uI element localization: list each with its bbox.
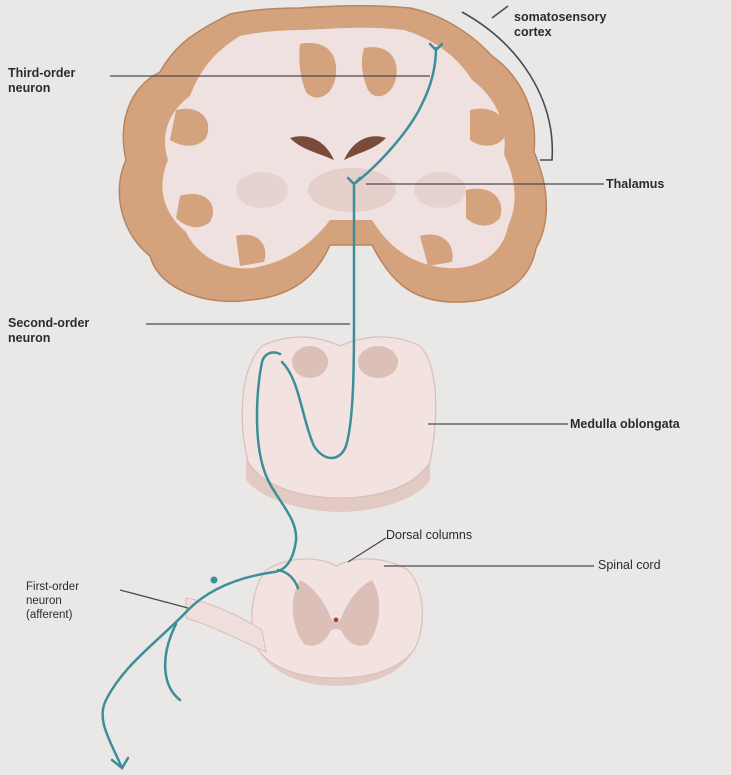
medulla-nucleus-right: [358, 346, 398, 378]
label-medulla-oblongata: Medulla oblongata: [570, 417, 680, 432]
label-thalamus: Thalamus: [606, 177, 664, 192]
first-order-branch: [165, 624, 180, 700]
label-first-order-neuron: First-order neuron (afferent): [26, 580, 79, 622]
label-third-order-neuron: Third-order neuron: [8, 66, 75, 96]
spinal-cord-section: [186, 559, 422, 686]
label-first-order-line2: neuron: [26, 594, 79, 608]
label-first-order-line3: (afferent): [26, 608, 79, 622]
brain-section: [119, 6, 546, 302]
medulla-nucleus-left: [292, 346, 328, 378]
label-first-order-line1: First-order: [26, 580, 79, 594]
leader-first-order: [120, 590, 188, 608]
label-third-order-line2: neuron: [8, 81, 75, 96]
basal-ganglia-right: [414, 172, 466, 208]
medulla-outline: [242, 337, 435, 498]
cortex-bracket-tick: [492, 6, 508, 18]
label-somatosensory-cortex: somatosensory cortex: [514, 10, 606, 40]
label-second-order-neuron: Second-order neuron: [8, 316, 89, 346]
central-canal: [334, 618, 339, 623]
label-somatosensory-line1: somatosensory: [514, 10, 606, 25]
thalamus-nucleus: [308, 168, 396, 212]
label-third-order-line1: Third-order: [8, 66, 75, 81]
label-second-order-line2: neuron: [8, 331, 89, 346]
cell-body-first-order: [211, 577, 218, 584]
label-second-order-line1: Second-order: [8, 316, 89, 331]
label-dorsal-columns: Dorsal columns: [386, 528, 472, 543]
label-somatosensory-line2: cortex: [514, 25, 606, 40]
label-spinal-cord: Spinal cord: [598, 558, 661, 573]
basal-ganglia-left: [236, 172, 288, 208]
